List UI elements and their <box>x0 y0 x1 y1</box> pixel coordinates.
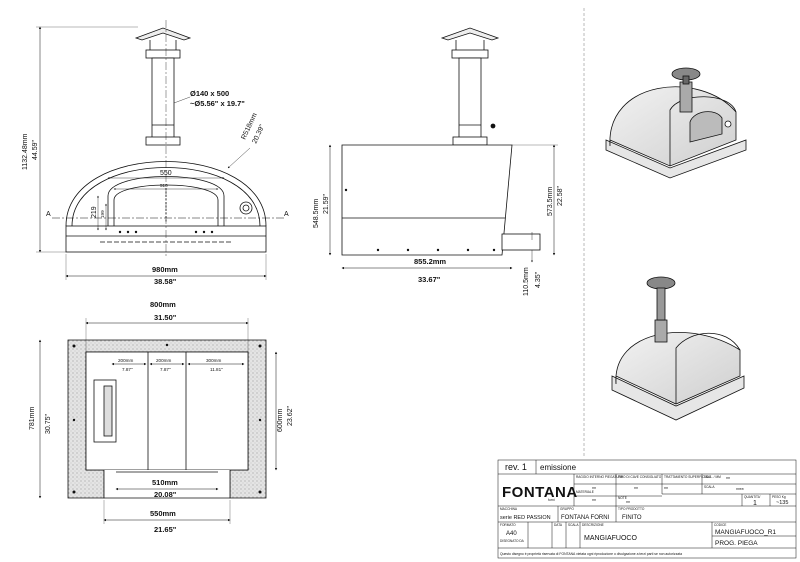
hdr-group: GRUPPO <box>560 507 574 511</box>
plan-depth-in: 30.75" <box>45 413 52 434</box>
chimney-collar <box>145 49 181 59</box>
iso-door <box>689 111 723 143</box>
chimney-cap <box>134 27 192 41</box>
val-quantity: 1 <box>753 500 757 507</box>
plan-width-in: 31.50" <box>154 313 177 322</box>
plan-seg2-in: 7.87" <box>160 367 171 372</box>
side-depth-in: 33.67" <box>418 275 441 284</box>
hdr-bend: TIPO DI CAVE CONSIGLIATO <box>618 475 662 479</box>
front-view <box>36 20 286 280</box>
side-foot-mm: 110.5mm <box>523 267 530 296</box>
section-a-left: A <box>46 211 51 218</box>
chimney-pipe <box>458 57 482 139</box>
side-view <box>328 27 558 270</box>
hdr-material: MATERIALE <box>576 490 594 494</box>
plan-width-mm: 800mm <box>150 300 176 309</box>
hdr-radius: RAGGIO INTERNO PIEGATURA <box>576 475 624 479</box>
iso-chimney-cap <box>646 276 676 290</box>
chimney-pipe <box>151 57 175 139</box>
plan-depth-mm: 781mm <box>29 406 36 430</box>
plan-inner-depth-mm: 600mm <box>277 408 284 432</box>
val-treatment: ** <box>664 487 668 493</box>
plan-door-mouth <box>103 470 231 499</box>
hdr-author: DISEGNATO DA <box>500 539 525 543</box>
val-format: A40 <box>506 531 517 537</box>
plan-inner-depth-in: 23.62" <box>287 405 294 426</box>
side-depth-mm: 855.2mm <box>414 257 446 266</box>
plan-front-mm: 550mm <box>150 509 176 518</box>
title-block-text: rev. 1 emissione RAGGIO INTERNO PIEGATUR… <box>500 462 788 556</box>
side-body-height-mm: 548.5mm <box>313 199 320 228</box>
hdr-description: DESCRIZIONE <box>582 523 604 527</box>
val-notes: ** <box>626 501 630 507</box>
door-height-outer: 219 <box>91 206 98 218</box>
plan-mouth-in: 20.08" <box>154 490 177 499</box>
dome-radius-in: 20.39" <box>251 123 266 145</box>
val-bend: ** <box>634 487 638 493</box>
hdr-date: DATA <box>554 523 563 527</box>
flue-size-mm: Ø140 x 500 <box>190 89 229 98</box>
hdr-code: CODICE <box>714 523 726 527</box>
front-height-mm: 1132.48mm <box>22 133 29 170</box>
door-height-inner: 199 <box>100 210 105 218</box>
front-width-in: 38.58" <box>154 277 177 286</box>
hdr-tolerance: TOLL. / MM <box>704 475 721 479</box>
val-weight: ~135 <box>776 500 788 506</box>
val-material: ** <box>592 499 596 505</box>
hdr-product: TIPO PRODOTTO <box>618 507 645 511</box>
side-foot-in: 4.35" <box>535 271 542 288</box>
plan-seg1-mm: 200mm <box>118 358 133 363</box>
plan-seg3-in: 11.81" <box>210 367 223 372</box>
plan-mouth-mm: 510mm <box>152 478 178 487</box>
plan-seg3-mm: 300mm <box>206 358 221 363</box>
plan-seg2-mm: 200mm <box>156 358 171 363</box>
side-total-height-in: 22.58" <box>557 185 564 206</box>
front-height-in: 44.59" <box>32 139 39 160</box>
hdr-machine: MACCHINA <box>500 507 518 511</box>
isometric-view-top <box>605 67 747 179</box>
plan-view <box>38 318 278 524</box>
plan-front-in: 21.65" <box>154 525 177 534</box>
val-tolerance: ** <box>726 477 730 483</box>
val-description: MANGIAFUOCO <box>584 535 637 542</box>
opening-inner-width: 510 <box>160 183 168 188</box>
hdr-notes: NOTE <box>618 496 627 500</box>
val-code: MANGIAFUOCO_R1 <box>715 529 776 536</box>
thermometer <box>239 201 253 215</box>
title-block <box>497 459 797 559</box>
flue-size-in: ~Ø5.56" x 19.7" <box>190 99 245 108</box>
front-width-mm: 980mm <box>152 265 178 274</box>
val-machine: serie RED PASSION <box>500 515 551 521</box>
footer-note: Questo disegno è proprietà riservata di … <box>500 552 682 556</box>
emission-label: emissione <box>540 463 577 472</box>
val-product: FINITO <box>622 515 642 521</box>
section-a-right: A <box>284 211 289 218</box>
opening-outer-width: 550 <box>160 170 172 177</box>
hdr-format: FORMATO <box>500 523 516 527</box>
hdr-quantity: QUANTITA' <box>744 495 761 499</box>
chimney-cap <box>440 27 500 41</box>
hdr-scale: SCALA <box>704 485 715 489</box>
oven-body-side <box>341 144 513 256</box>
fontana-logo-sub: forni <box>548 498 555 502</box>
val-prog: PROG. PIEGA <box>715 540 758 547</box>
hdr-treatment: TRATTAMENTO SUPERFICIALE <box>664 475 711 479</box>
isometric-view-bottom <box>611 276 745 421</box>
side-body-height-in: 21.59" <box>323 193 330 214</box>
side-total-height-mm: 573.5mm <box>547 187 554 216</box>
side-foot <box>501 233 541 251</box>
plan-seg1-in: 7.87" <box>122 367 133 372</box>
val-radius: ** <box>592 487 596 493</box>
hdr-weight: PESO Kg <box>772 495 786 499</box>
val-group: FONTANA FORNI <box>561 515 610 521</box>
hdr-size: SCALA <box>568 523 579 527</box>
rev-label: rev. 1 <box>505 462 527 472</box>
fontana-logo: FONTANA <box>502 484 578 501</box>
val-scale: **** <box>736 488 744 494</box>
